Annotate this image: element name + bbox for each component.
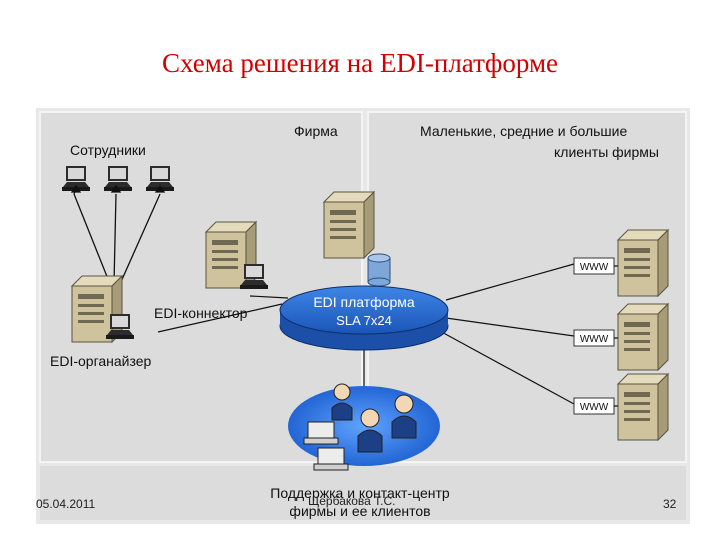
operator-icon-3 <box>357 408 383 453</box>
footer-author: Щербакова Т.С. <box>308 494 396 508</box>
platform-links <box>157 263 575 405</box>
www-label-2: WWW <box>580 334 609 345</box>
support-label-line1: Поддержка и контакт-центр <box>270 485 450 501</box>
support-terminal-1 <box>303 421 339 445</box>
database-icon <box>367 253 391 287</box>
client-server-3 <box>617 373 669 441</box>
employee-pc-2 <box>104 166 132 191</box>
platform-label-line1: EDI платформа <box>313 294 415 310</box>
organizer-label: EDI-органайзер <box>50 353 152 369</box>
support-label-line2: фирмы и ее клиентов <box>289 503 430 519</box>
organizer-pc <box>106 314 134 339</box>
clients-label-line2: клиенты фирмы <box>554 144 659 160</box>
operator-icon-1 <box>331 383 353 421</box>
page-title: Схема решения на EDI-платформе <box>161 48 559 78</box>
connector-pc <box>240 264 268 289</box>
operator-icon-2 <box>391 394 417 439</box>
employees-label: Сотрудники <box>70 142 146 158</box>
footer-date: 05.04.2011 <box>36 497 96 511</box>
employee-links <box>70 184 166 285</box>
www-label-3: WWW <box>580 402 609 413</box>
clients-label-line1: Маленькие, средние и большие <box>420 123 627 139</box>
client-server-1 <box>617 229 669 297</box>
client-server-2 <box>617 303 669 371</box>
platform-label-line2: SLA 7x24 <box>336 313 392 328</box>
connector-label: EDI-коннектор <box>154 305 248 321</box>
central-server <box>323 191 375 259</box>
support-terminal-2 <box>313 447 349 471</box>
bottom-panel <box>40 466 686 520</box>
firm-label: Фирма <box>294 123 338 139</box>
footer-page-number: 32 <box>663 497 677 511</box>
www-label-1: WWW <box>580 262 609 273</box>
edi-diagram: Фирма Маленькие, средние и большие клиен… <box>36 108 690 524</box>
edi-platform-disc <box>279 285 449 351</box>
